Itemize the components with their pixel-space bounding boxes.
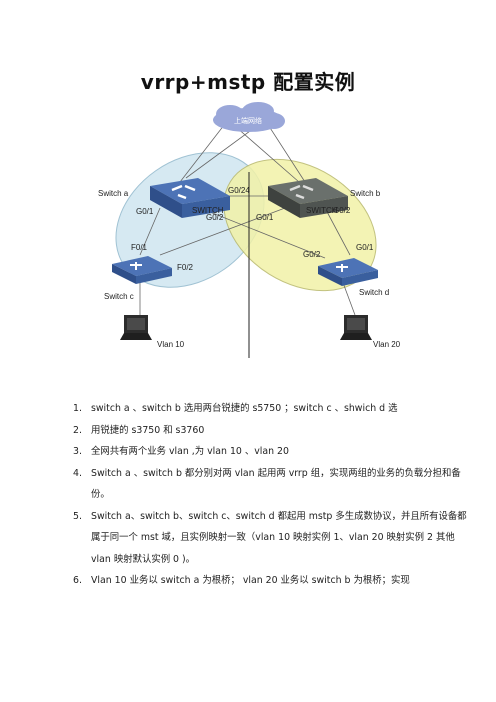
pc-vlan10-icon <box>120 315 152 340</box>
upstream-network-cloud: 上端网络 <box>213 102 285 132</box>
port-label: G0/1 <box>256 213 274 222</box>
port-label: G0/2 <box>206 213 224 222</box>
switch-b: SWITCH <box>268 178 348 218</box>
vlan20-label: Vlan 20 <box>373 340 401 349</box>
port-label: F0/2 <box>177 263 194 272</box>
page-title: vrrp+mstp 配置实例 <box>140 70 356 94</box>
switch-c-label: Switch c <box>104 292 134 301</box>
links <box>139 119 356 316</box>
switch-d-label: Switch d <box>359 288 389 297</box>
port-label: F0/1 <box>131 243 148 252</box>
port-label: G0/2 <box>303 250 321 259</box>
port-label: G0/2 <box>333 206 351 215</box>
list-item: 3.全网共有两个业务 vlan ,为 vlan 10 、vlan 20 <box>73 446 289 457</box>
switch-d <box>318 258 378 286</box>
list-item: 6.Vlan 10 业务以 switch a 为根桥； vlan 20 业务以 … <box>73 575 410 586</box>
switch-c <box>112 256 172 284</box>
config-steps-list: 1.switch a 、switch b 选用两台锐捷的 s5750 ；swit… <box>60 398 472 592</box>
vlan10-label: Vlan 10 <box>157 340 185 349</box>
list-item: 1.switch a 、switch b 选用两台锐捷的 s5750 ；swit… <box>73 403 398 414</box>
switch-a: SWITCH <box>150 178 230 218</box>
port-label: G0/1 <box>136 207 154 216</box>
list-item: 5.Switch a、switch b、switch c、switch d 都起… <box>73 510 467 565</box>
switch-a-label: Switch a <box>98 189 129 198</box>
pc-vlan20-icon <box>340 315 372 340</box>
port-label: G0/1 <box>356 243 374 252</box>
device-badge: SWITCH <box>192 206 224 215</box>
device-badge: SWITCH <box>306 206 338 215</box>
list-item: 4.Switch a 、switch b 都分别对两 vlan 起用两 vrrp… <box>73 467 461 501</box>
port-label: G0/24 <box>228 186 250 195</box>
list-item: 2.用锐捷的 s3750 和 s3760 <box>73 424 205 436</box>
cloud-label: 上端网络 <box>234 116 262 125</box>
switch-b-label: Switch b <box>350 189 381 198</box>
network-topology-diagram: 上端网络 SWITCH SWITCH <box>98 102 401 358</box>
